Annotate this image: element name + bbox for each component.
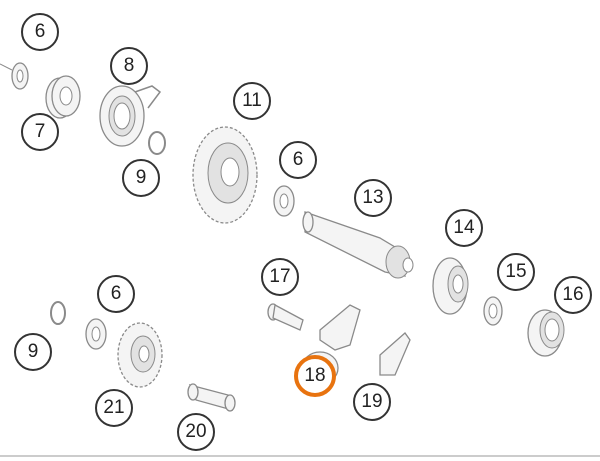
washer-15[interactable]	[483, 296, 503, 326]
callout-20[interactable]: 20	[177, 413, 215, 451]
callout-14[interactable]: 14	[445, 209, 483, 247]
callout-13[interactable]: 13	[354, 179, 392, 217]
pin-20[interactable]	[187, 383, 236, 412]
bracket[interactable]	[319, 304, 361, 351]
callout-21[interactable]: 21	[95, 389, 133, 427]
callout-15[interactable]: 15	[497, 253, 535, 291]
plate-19[interactable]	[379, 332, 411, 376]
callout-8[interactable]: 8	[110, 47, 148, 85]
spring-8[interactable]	[99, 85, 162, 147]
callout-9[interactable]: 9	[122, 159, 160, 197]
shaft-13[interactable]	[302, 211, 414, 279]
circlip-9-bottom[interactable]	[50, 301, 66, 325]
callout-18-highlighted[interactable]: 18	[294, 355, 336, 397]
bolt-17[interactable]	[267, 303, 304, 331]
callout-6[interactable]: 6	[97, 275, 135, 313]
gear-11[interactable]	[192, 126, 258, 224]
ratchet-14[interactable]	[432, 257, 469, 315]
circlip-9-top[interactable]	[148, 131, 166, 155]
callout-7[interactable]: 7	[21, 113, 59, 151]
bushing-7[interactable]	[45, 75, 81, 119]
callout-17[interactable]: 17	[261, 258, 299, 296]
washer-6-top[interactable]	[0, 62, 29, 90]
callout-6[interactable]: 6	[279, 141, 317, 179]
bottom-divider	[0, 455, 600, 457]
spring-16[interactable]	[527, 309, 565, 357]
washer-6-bottom[interactable]	[85, 318, 107, 350]
washer-6-mid[interactable]	[273, 185, 295, 217]
callout-16[interactable]: 16	[554, 276, 592, 314]
callout-6[interactable]: 6	[21, 13, 59, 51]
callout-11[interactable]: 11	[233, 82, 271, 120]
gear-21[interactable]	[117, 322, 163, 388]
callout-19[interactable]: 19	[353, 383, 391, 421]
callout-9[interactable]: 9	[14, 333, 52, 371]
